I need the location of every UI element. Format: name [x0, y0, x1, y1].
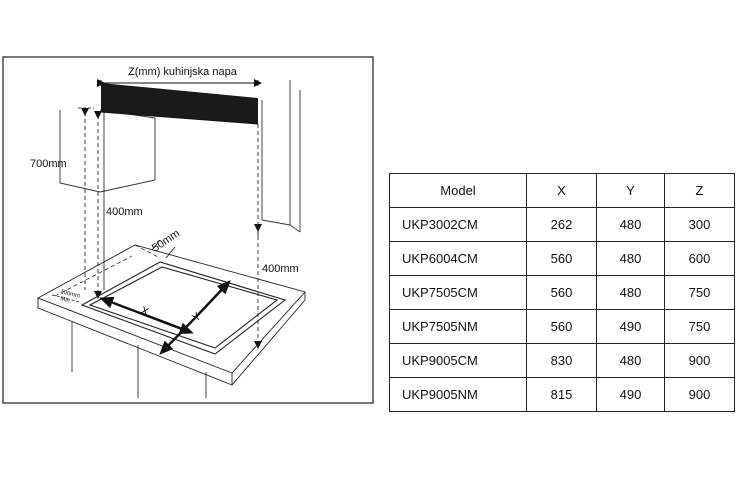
lower-cabinet	[71, 322, 207, 398]
cell-model: UKP7505CM	[389, 275, 527, 310]
height-400-right-label: 400mm	[262, 263, 299, 275]
cell-x: 815	[526, 377, 597, 412]
cell-x: 262	[526, 207, 597, 242]
cell-x: 560	[526, 275, 597, 310]
hood-width-label: Z(mm) kuhinjska napa	[128, 66, 238, 78]
upper-cabinet	[59, 109, 156, 193]
cell-x: 560	[526, 309, 597, 344]
table-row: UKP7505CM 560 480 750	[389, 275, 735, 310]
hob	[80, 261, 287, 355]
cell-z: 750	[664, 309, 735, 344]
table-row: UKP9005CM 830 480 900	[389, 343, 735, 378]
cell-y: 480	[596, 207, 665, 242]
height-700-label: 700mm	[30, 158, 67, 170]
cell-z: 750	[664, 275, 735, 310]
diagram-frame	[2, 56, 374, 404]
y-arrow-end	[159, 317, 196, 355]
table-row: UKP7505NM 560 490 750	[389, 309, 735, 344]
cell-z: 600	[664, 241, 735, 276]
header-y: Y	[596, 173, 665, 208]
depth-50-dimension	[151, 239, 176, 259]
cell-model: UKP9005CM	[389, 343, 527, 378]
height-400-left-dimension	[94, 111, 105, 299]
table-row: UKP3002CM 262 480 300	[389, 207, 735, 242]
table-header-row: Model X Y Z	[389, 173, 735, 208]
cell-z: 900	[664, 343, 735, 378]
y-arrow	[194, 280, 231, 319]
installation-diagram: Z(mm) kuhinjska napa 700mm 400mm 400mm	[2, 56, 374, 404]
cell-x: 830	[526, 343, 597, 378]
x-label: X	[139, 305, 151, 319]
cell-x: 560	[526, 241, 597, 276]
hood-width-dimension	[97, 79, 262, 87]
header-model: Model	[389, 173, 527, 208]
side-clearance-label-1: 100mm	[60, 289, 81, 300]
cell-model: UKP7505NM	[389, 309, 527, 344]
right-wall	[261, 80, 301, 233]
depth-guide	[54, 244, 161, 297]
cell-y: 480	[596, 275, 665, 310]
cell-z: 900	[664, 377, 735, 412]
height-400-left-label: 400mm	[106, 206, 143, 218]
side-clearance-label-2: Min.	[60, 296, 73, 305]
cell-model: UKP6004CM	[389, 241, 527, 276]
cell-z: 300	[664, 207, 735, 242]
range-hood	[100, 83, 259, 125]
cell-y: 490	[596, 309, 665, 344]
cell-y: 490	[596, 377, 665, 412]
cell-model: UKP3002CM	[389, 207, 527, 242]
cell-y: 480	[596, 343, 665, 378]
header-z: Z	[664, 173, 735, 208]
depth-50-label: 50mm	[150, 227, 182, 254]
x-arrow-end	[139, 311, 194, 335]
cell-y: 480	[596, 241, 665, 276]
height-700-dimension	[78, 107, 94, 290]
cell-model: UKP9005NM	[389, 377, 527, 412]
header-x: X	[526, 173, 597, 208]
table-row: UKP6004CM 560 480 600	[389, 241, 735, 276]
model-dimensions-table: Model X Y Z UKP3002CM 262 480 300 UKP600…	[389, 173, 735, 412]
table-row: UKP9005NM 815 490 900	[389, 377, 735, 412]
